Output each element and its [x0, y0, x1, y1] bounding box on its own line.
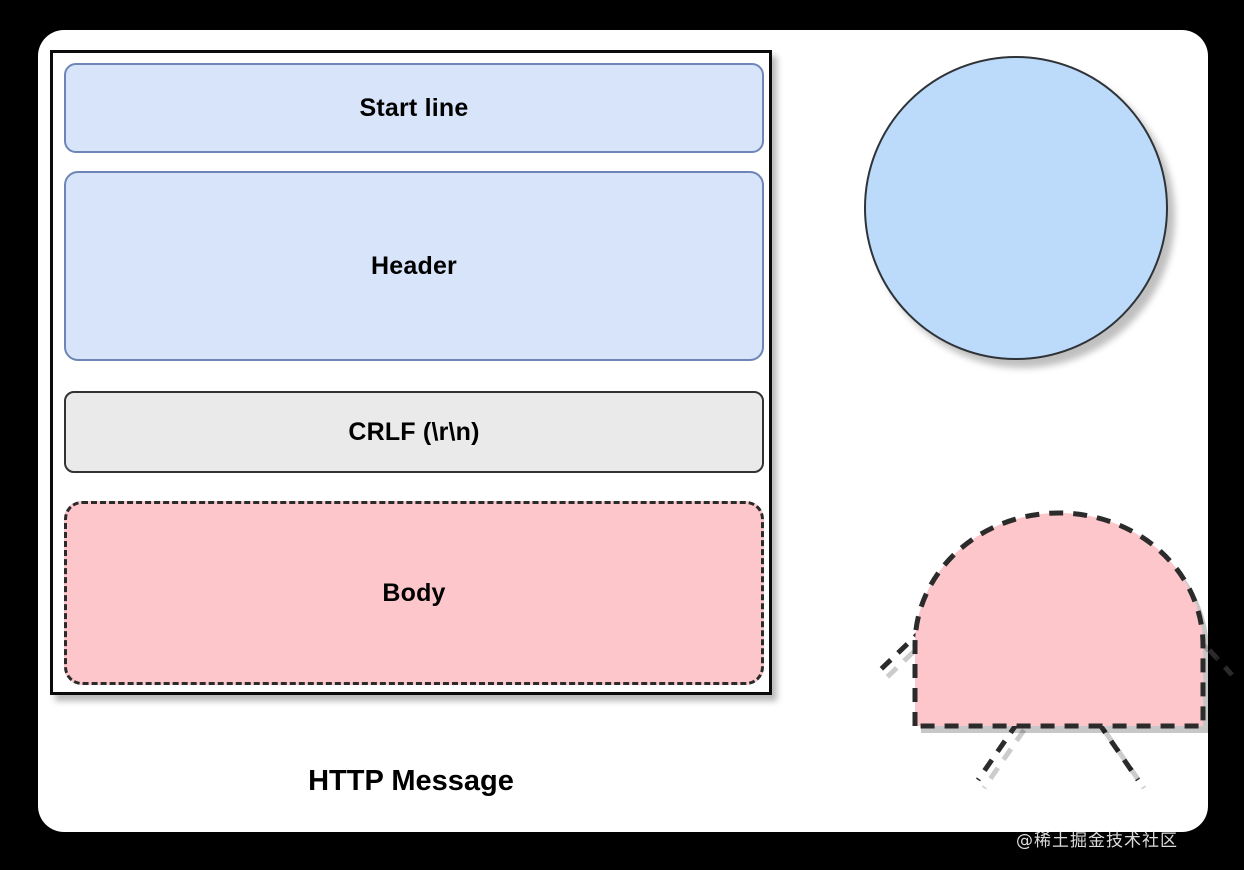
segment-start-line[interactable]: Start line: [64, 63, 764, 153]
segment-crlf[interactable]: CRLF (\r\n): [64, 391, 764, 473]
segment-header[interactable]: Header: [64, 171, 764, 361]
segment-body[interactable]: Body: [64, 501, 764, 685]
dome-body: [912, 510, 1206, 729]
watermark-text: @稀土掘金技术社区: [1016, 831, 1178, 851]
segment-header-label: Header: [371, 251, 457, 280]
diagram-caption: HTTP Message: [308, 765, 514, 797]
dome-leg-lower-right: [1095, 720, 1141, 782]
pink-dome-shape: [828, 470, 1244, 800]
http-message-frame: Start line Header CRLF (\r\n) Body: [50, 50, 772, 695]
dome-leg-lower-left: [975, 720, 1021, 782]
segment-start-line-label: Start line: [359, 93, 469, 122]
blue-circle-shape: [864, 56, 1168, 360]
diagram-card: Start line Header CRLF (\r\n) Body HTTP …: [38, 30, 1240, 832]
segment-body-label: Body: [382, 578, 446, 607]
segment-crlf-label: CRLF (\r\n): [348, 417, 480, 446]
